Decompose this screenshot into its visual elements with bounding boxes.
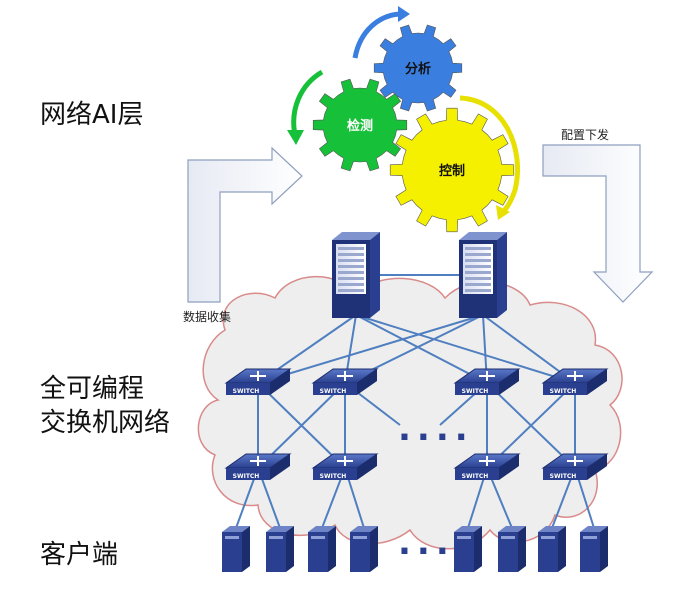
client-computer	[308, 526, 336, 572]
switch-label: SWITCH	[462, 388, 489, 395]
network-switch: SWITCH	[541, 368, 609, 395]
servers-group	[332, 232, 507, 318]
switch-label: SWITCH	[320, 473, 347, 480]
detect-gear-label: 检测	[347, 118, 373, 134]
network-switch: SWITCH	[453, 453, 521, 480]
network-switch: SWITCH	[453, 368, 521, 395]
client-computer	[580, 526, 608, 572]
config-push-label: 配置下发	[561, 128, 610, 142]
server-switch-link	[355, 314, 576, 384]
data-collection-label: 数据收集	[183, 310, 232, 324]
server	[459, 232, 507, 318]
network-switch: SWITCH	[541, 453, 609, 480]
server-switch-link	[355, 314, 488, 384]
switch-label: SWITCH	[233, 388, 260, 395]
client-computer	[538, 526, 566, 572]
server	[332, 232, 380, 318]
control-gear-label: 控制	[439, 163, 465, 179]
client-computer	[498, 526, 526, 572]
analyze-gear-label: 分析	[405, 61, 431, 77]
switch-label: SWITCH	[462, 473, 489, 480]
clients-group	[222, 526, 608, 572]
switch-label: SWITCH	[233, 473, 260, 480]
detect-gear: 检测	[312, 78, 408, 172]
client-computer	[350, 526, 378, 572]
data-collection-arrow	[187, 146, 303, 303]
client-ellipsis: ....	[398, 523, 474, 563]
switch-ellipsis: ....	[398, 409, 474, 449]
network-switch: SWITCH	[224, 368, 292, 395]
config-push-arrow	[542, 144, 654, 303]
switch-label: SWITCH	[320, 388, 347, 395]
network-switch: SWITCH	[311, 368, 379, 395]
blue-arrowhead	[398, 6, 410, 22]
server-switch-link	[257, 314, 484, 384]
client-computer	[222, 526, 250, 572]
cycle-arrows	[287, 6, 521, 220]
network-cloud	[197, 275, 623, 550]
network-label-line2: 交换机网络	[40, 408, 171, 438]
client-computer	[454, 526, 482, 572]
network-switch: SWITCH	[311, 453, 379, 480]
client-computer	[266, 526, 294, 572]
network-switch: SWITCH	[224, 453, 292, 480]
clients-label: 客户端	[40, 540, 119, 570]
yellow-arrowhead	[496, 205, 510, 220]
control-gear: 控制	[389, 107, 515, 233]
switches-group: SWITCH SWITCH SWITCH SWITCH SWITCH SWITCH SWIT…	[224, 368, 609, 480]
switch-label: SWITCH	[550, 473, 577, 480]
green-arrowhead	[287, 130, 304, 145]
ai-layer-label: 网络AI层	[40, 100, 144, 130]
network-label-line1: 全可编程	[40, 374, 145, 404]
analyze-gear: 分析	[373, 24, 463, 112]
switch-label: SWITCH	[550, 388, 577, 395]
